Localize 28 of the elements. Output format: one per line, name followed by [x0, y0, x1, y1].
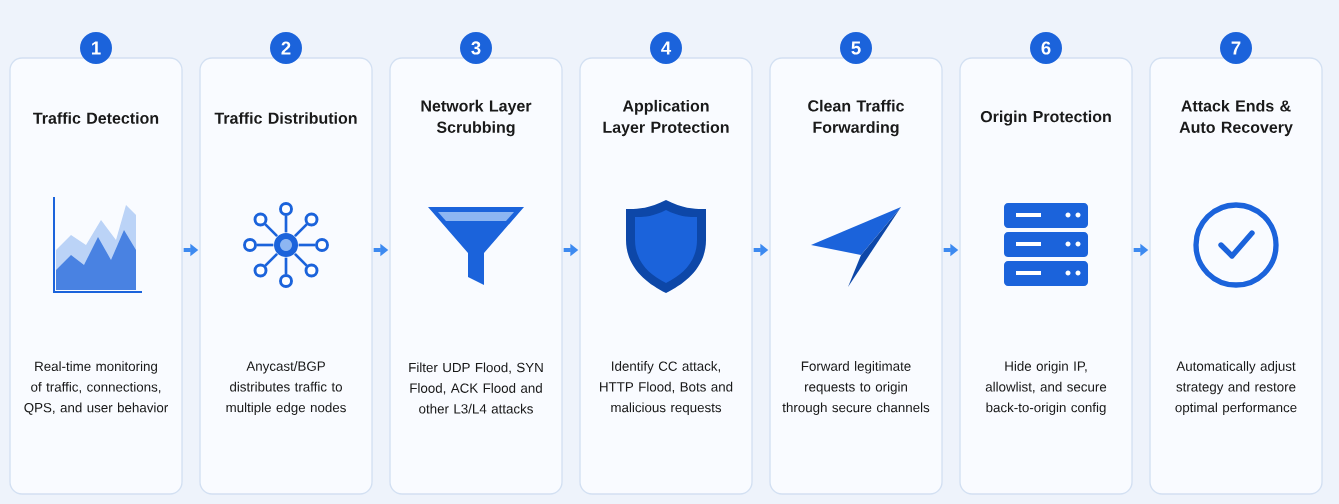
number-badge: 6: [1030, 32, 1062, 64]
step-description: Real-time monitoring of traffic, connections, QPS, and user behavior: [24, 361, 168, 415]
step-description: Anycast/BGP distributes traffic to multiple edge nodes: [226, 361, 346, 415]
step-title: Clean Traffic Forwarding: [808, 99, 904, 137]
number-badge: 3: [460, 32, 492, 64]
step-title: Application Layer Protection: [603, 99, 729, 137]
step-card: [9, 32, 183, 495]
step-description: Automatically adjust strategy and restore optimal performance: [1175, 361, 1297, 415]
step-description: Identify CC attack, HTTP Flood, Bots and malicious requests: [600, 361, 733, 415]
step-card: [959, 32, 1133, 495]
step-card: [389, 32, 563, 495]
step-title: Network Layer Scrubbing: [421, 99, 532, 137]
step-title: Traffic Detection: [33, 112, 159, 124]
number-badge: 2: [270, 32, 302, 64]
step-card: [199, 32, 373, 495]
number-badge: 5: [840, 32, 872, 64]
step-card: [1149, 32, 1323, 495]
step-title: Origin Protection: [980, 110, 1111, 126]
step-card: [769, 32, 943, 495]
step-description: Filter UDP Flood, SYN Flood, ACK Flood and other L3/L4 attacks: [409, 362, 543, 414]
step-description: Forward legitimate requests to origin through secure channels: [782, 361, 930, 415]
step-title: Traffic Distribution: [214, 112, 357, 124]
step-description: Hide origin IP, allowlist, and secure back-to-origin config: [985, 361, 1107, 415]
number-badge: 7: [1220, 32, 1252, 64]
number-badge: 4: [650, 32, 682, 64]
number-badge: 1: [80, 32, 112, 64]
step-title: Attack Ends & Auto Recovery: [1179, 99, 1293, 137]
step-card: [579, 32, 753, 495]
